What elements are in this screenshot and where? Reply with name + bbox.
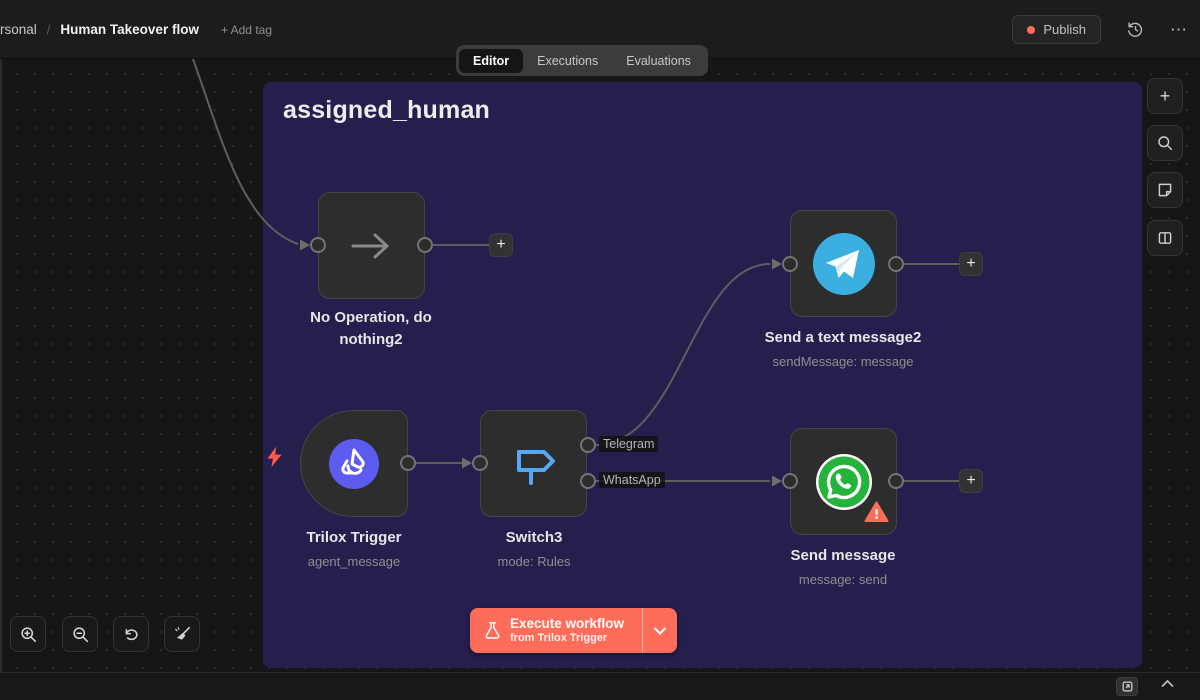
trigger-node-subtitle: agent_message	[307, 554, 401, 569]
split-panel-icon	[1158, 232, 1172, 244]
telegram-input-port[interactable]	[782, 256, 798, 272]
add-node-button[interactable]: +	[1147, 78, 1183, 114]
noop-output-port[interactable]	[417, 237, 433, 253]
workflow-title[interactable]: Human Takeover flow	[60, 22, 199, 37]
trigger-output-port[interactable]	[400, 455, 416, 471]
telegram-node-subtitle: sendMessage: message	[772, 354, 914, 369]
tab-executions[interactable]: Executions	[537, 53, 599, 68]
undo-icon	[125, 628, 138, 640]
telegram-icon	[812, 232, 875, 295]
search-nodes-button[interactable]	[1147, 125, 1183, 161]
zoom-in-icon	[20, 626, 36, 642]
node-whatsapp[interactable]	[790, 428, 897, 535]
node-trilox-trigger[interactable]	[300, 410, 408, 517]
tidy-up-broom-icon	[174, 626, 190, 640]
zoom-in-button[interactable]	[10, 616, 46, 652]
execute-options-dropdown[interactable]	[642, 608, 678, 653]
execute-workflow-sublabel: from Trilox Trigger	[510, 632, 608, 644]
zoom-out-button[interactable]	[62, 616, 98, 652]
whatsapp-add-node-button[interactable]: +	[959, 469, 983, 493]
sticky-note[interactable]: assigned_human	[263, 82, 1142, 668]
whatsapp-node-label: Send message	[790, 547, 896, 564]
more-options-icon[interactable]: ⋯	[1170, 19, 1188, 39]
trigger-node-label: Trilox Trigger	[306, 529, 402, 546]
whatsapp-icon	[815, 453, 872, 510]
switch-node-label: Switch3	[505, 529, 563, 546]
expand-panel-button[interactable]	[1161, 679, 1174, 688]
node-warning-icon	[864, 501, 889, 528]
execute-workflow-button-group: Execute workflow from Trilox Trigger	[470, 608, 678, 653]
execute-workflow-button[interactable]: Execute workflow from Trilox Trigger	[470, 608, 643, 653]
tab-evaluations[interactable]: Evaluations	[626, 53, 691, 68]
breadcrumb-separator: /	[46, 22, 51, 37]
breadcrumb-project[interactable]: rsonal	[0, 22, 37, 37]
publish-button[interactable]: Publish	[1012, 15, 1101, 44]
tidy-up-button[interactable]	[164, 616, 200, 652]
node-switch[interactable]	[480, 410, 587, 517]
whatsapp-node-subtitle: message: send	[798, 572, 888, 587]
add-sticky-note-button[interactable]	[1147, 172, 1183, 208]
trigger-bolt-icon	[265, 446, 284, 473]
telegram-add-node-button[interactable]: +	[959, 252, 983, 276]
sticky-note-icon	[1158, 183, 1172, 197]
telegram-output-port[interactable]	[888, 256, 904, 272]
version-history-icon[interactable]	[1127, 21, 1144, 38]
toggle-panel-button[interactable]	[1147, 220, 1183, 256]
zoom-out-icon	[72, 626, 88, 642]
node-telegram[interactable]	[790, 210, 897, 317]
flask-icon	[485, 621, 500, 639]
trilox-icon	[329, 438, 379, 489]
undo-button[interactable]	[113, 616, 149, 652]
switch-output-whatsapp-port[interactable]	[580, 473, 596, 489]
chevron-down-icon	[654, 627, 667, 635]
open-external-icon	[1122, 681, 1132, 692]
bottom-panel-bar	[0, 672, 1200, 700]
noop-input-port[interactable]	[310, 237, 326, 253]
open-chat-button[interactable]	[1116, 677, 1138, 696]
unpublished-dot-icon	[1027, 25, 1036, 34]
noop-add-node-button[interactable]: +	[489, 233, 513, 257]
noop-node-label: No Operation, do nothing2	[310, 309, 432, 348]
execute-workflow-label: Execute workflow	[510, 616, 625, 631]
switch-output-label-whatsapp: WhatsApp	[599, 472, 665, 488]
whatsapp-output-port[interactable]	[888, 473, 904, 489]
workflow-canvas[interactable]: assigned_human + No Operation, do nothin…	[0, 59, 1200, 672]
switch-output-telegram-port[interactable]	[580, 437, 596, 453]
switch-output-label-telegram: Telegram	[599, 436, 659, 452]
chevron-up-icon	[1161, 679, 1174, 687]
telegram-node-label: Send a text message2	[764, 329, 922, 346]
add-tag-button[interactable]: + Add tag	[220, 22, 272, 37]
tab-editor[interactable]: Editor	[459, 48, 524, 73]
sticky-note-title: assigned_human	[283, 96, 491, 124]
sidebar-edge	[0, 59, 2, 672]
search-icon	[1158, 136, 1173, 151]
breadcrumb: rsonal / Human Takeover flow + Add tag	[0, 0, 272, 59]
switch-signpost-icon	[516, 449, 555, 485]
node-noop[interactable]	[318, 192, 425, 299]
noop-arrow-icon	[351, 233, 388, 258]
view-tabs: Editor Executions Evaluations	[456, 45, 708, 76]
whatsapp-input-port[interactable]	[782, 473, 798, 489]
plus-icon: +	[1159, 86, 1171, 106]
switch-input-port[interactable]	[472, 455, 488, 471]
switch-node-subtitle: mode: Rules	[497, 554, 571, 569]
